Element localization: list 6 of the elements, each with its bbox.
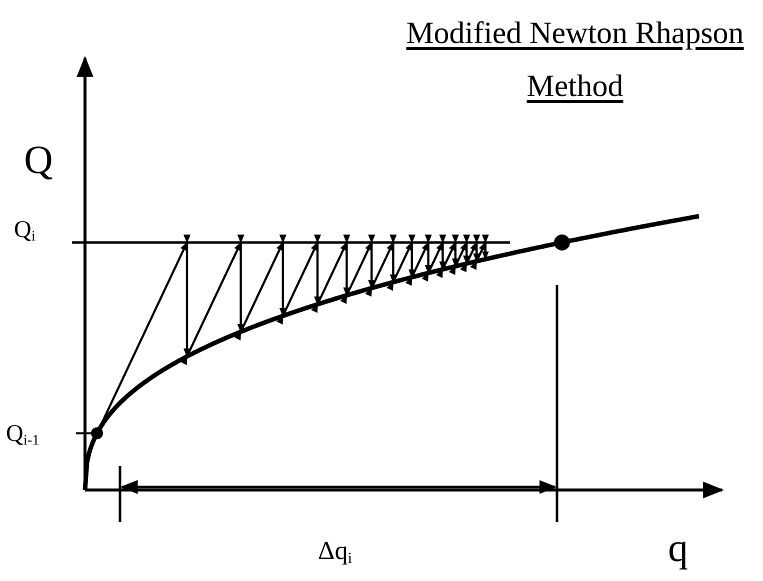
axis-label: q <box>668 528 688 568</box>
diagram-title: Modified Newton Rhapson Method <box>405 14 745 105</box>
axis-tick-label: Q$_{i-1}$ <box>6 422 40 448</box>
axis-tick-label: Q$_{i}$ <box>14 218 36 244</box>
axis-label: Q <box>24 140 53 180</box>
dimension-label: Δq$_{i}$ <box>318 538 352 566</box>
